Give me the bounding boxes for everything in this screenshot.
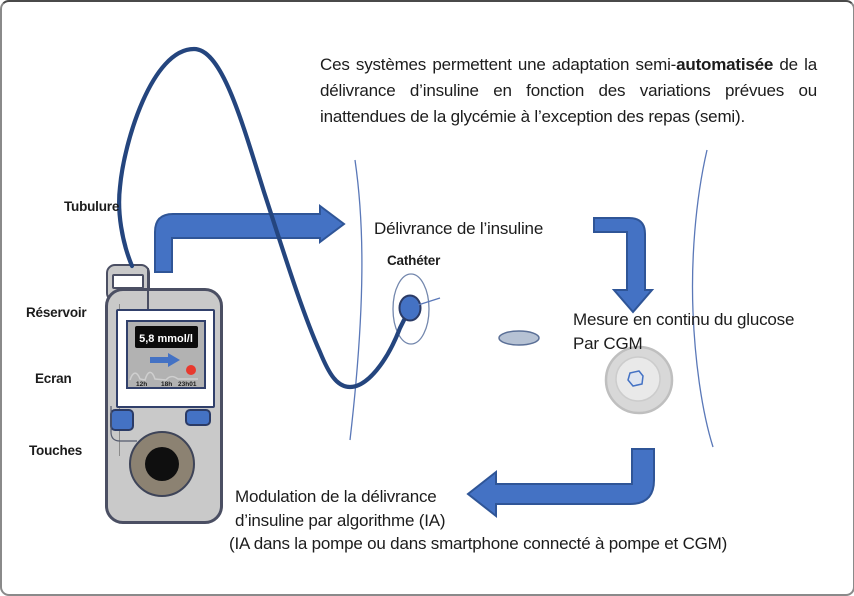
body-outline-right <box>691 149 714 448</box>
label-catheter: Cathéter <box>387 253 441 268</box>
intro-line-2: délivrance d’insuline en fonction des va… <box>320 81 817 100</box>
delivery-to-cgm-arrow-icon <box>593 217 655 314</box>
label-cgm: Mesure en continu du glucose Par CGM <box>573 308 794 356</box>
label-modulation: Modulation de la délivrance d’insuline p… <box>229 485 727 556</box>
label-cgm-line2: Par CGM <box>573 334 643 353</box>
label-cgm-line1: Mesure en continu du glucose <box>573 310 795 329</box>
trend-arrow-icon <box>150 353 180 367</box>
label-reservoir: Réservoir <box>26 305 87 320</box>
pump-button-left <box>110 409 134 431</box>
screen-time-1: 12h <box>136 381 147 387</box>
label-modulation-line2: d’insuline par algorithme (IA) <box>235 510 446 530</box>
label-buttons: Touches <box>29 443 83 458</box>
pump-screen-graphics: 5,8 mmol/l 12h 18h 23h01 <box>129 326 198 388</box>
catheter-icon <box>398 294 422 322</box>
body-outline-left <box>349 159 363 441</box>
label-modulation-line1: Modulation de la délivrance <box>235 487 437 506</box>
intro-line-1: Ces systèmes permettent une adaptation s… <box>320 55 818 74</box>
pump-reservoir-divider <box>147 268 149 310</box>
pump-reservoir-window <box>112 274 144 289</box>
pump-to-delivery-arrow-icon <box>154 204 346 273</box>
label-modulation-line3: (IA dans la pompe ou dans smartphone con… <box>229 534 728 553</box>
intro-bold-word: automatisée <box>676 55 774 74</box>
label-screen: Ecran <box>35 371 72 386</box>
navel-ellipse <box>498 330 540 346</box>
glucose-value: 5,8 mmol/l <box>139 333 193 345</box>
catheter-needle-line <box>417 297 441 306</box>
intro-paragraph: Ces systèmes permettent une adaptation s… <box>320 52 817 130</box>
pump-screen: 5,8 mmol/l 12h 18h 23h01 <box>126 320 206 389</box>
label-insulin-delivery: Délivrance de l’insuline <box>374 219 544 238</box>
pump-button-right <box>185 409 211 426</box>
label-tubing: Tubulure <box>64 199 120 214</box>
alert-dot-icon <box>186 365 196 375</box>
catheter-site-ellipse <box>392 273 430 345</box>
pump-wheel-center <box>145 447 179 481</box>
screen-time-3: 23h01 <box>178 381 197 387</box>
cgm-sensor-icon <box>604 345 674 415</box>
screen-time-2: 18h <box>161 381 172 387</box>
intro-line-3: inattendues de la glycémie à l’exception… <box>320 107 745 126</box>
